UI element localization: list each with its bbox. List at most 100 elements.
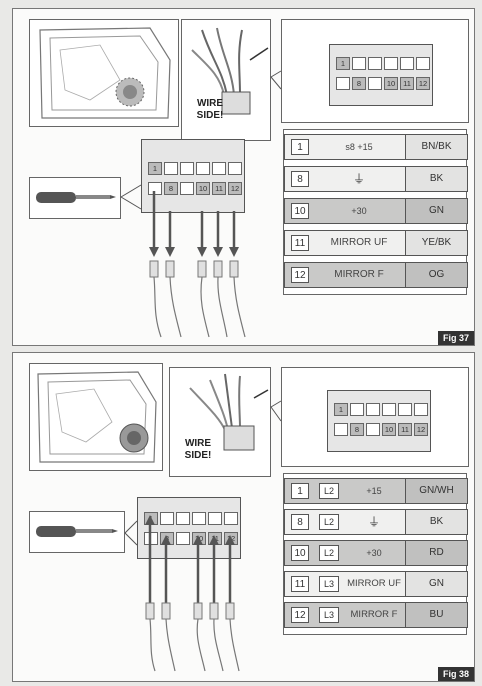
pin-11-cell: 11	[398, 423, 412, 436]
main-pin-cell	[228, 162, 242, 175]
fig37-wires	[120, 70, 282, 338]
main-pin-12: 12	[228, 182, 242, 195]
wire-side-image: WIRE SIDE!	[169, 367, 271, 477]
main-pin-cell	[160, 512, 174, 525]
pin-cell	[350, 403, 364, 416]
fig38-panel: WIRE SIDE! 1 8 10 11 12 1	[12, 352, 475, 682]
wire-harness-illustration	[189, 373, 269, 451]
connector-detail: 1 8 10 11 12	[281, 19, 469, 123]
main-pin-cell	[180, 182, 194, 195]
pin-function: MIRROR UF	[330, 237, 388, 248]
fig37-pin-table: 1 s8 +15 BN/BK 8 ⏚ BK 10 +30 GN 11 MIRRO…	[283, 129, 468, 295]
wire-color: RD	[405, 541, 467, 565]
wire-color: OG	[405, 263, 467, 287]
pin-cell	[334, 423, 348, 436]
pin-row-1: 1 s8 +15 BN/BK	[284, 134, 468, 160]
main-pin-1: 1	[148, 162, 162, 175]
main-pin-8: 8	[164, 182, 178, 195]
screwdriver-image	[29, 177, 121, 219]
main-connector: 1 8 10 11 12	[137, 497, 241, 559]
pin-number: 1	[291, 483, 309, 499]
ignition-switch-symbol: s8 +15	[345, 142, 373, 152]
fig38-wires	[124, 400, 282, 672]
pin-number: 10	[291, 545, 309, 561]
screwdriver-icon	[36, 526, 118, 537]
fig38-pin-table: 1 L2 +15 GN/WH 8 L2 ⏚ BK 10 L2 +30 RD 11…	[283, 473, 468, 635]
pin-level: L2	[319, 514, 339, 530]
pin-cell	[366, 403, 380, 416]
pin-11-cell: 11	[400, 77, 414, 90]
pin-cell	[414, 403, 428, 416]
pin-1-cell: 1	[336, 57, 350, 70]
pin-level: L3	[319, 576, 339, 592]
pin-row-10: 10 +30 GN	[284, 198, 468, 224]
main-pin-cell	[180, 162, 194, 175]
fig37-label: Fig 37	[437, 331, 474, 345]
door-image	[29, 363, 163, 471]
pin-cell	[366, 423, 380, 436]
pin-number: 12	[291, 607, 309, 623]
pin-number: 8	[291, 171, 309, 187]
wire-label-line1: WIRE	[196, 98, 224, 109]
main-pin-10: 10	[196, 182, 210, 195]
battery-switch-symbol: +30	[351, 206, 367, 216]
door-image	[29, 19, 179, 127]
wire-label-line2: SIDE!	[184, 450, 212, 461]
wire-side-image: WIRE SIDE!	[181, 19, 271, 141]
main-pin-11: 11	[212, 182, 226, 195]
wire-color: GN/WH	[405, 479, 467, 503]
wire-color: BN/BK	[405, 135, 467, 159]
connector-housing: 1 8 10 11 12	[327, 390, 431, 452]
connector-detail: 1 8 10 11 12	[281, 367, 469, 467]
pin-row-11: 11 L3 MIRROR UF GN	[284, 571, 468, 597]
pin-function: MIRROR F	[334, 269, 384, 280]
main-pin-cell	[164, 162, 178, 175]
pin-row-12: 12 MIRROR F OG	[284, 262, 468, 288]
pin-level: L3	[319, 607, 339, 623]
door-illustration	[39, 27, 171, 119]
pin-number: 1	[291, 139, 309, 155]
ground-icon: ⏚	[352, 172, 365, 186]
pin-function: MIRROR UF	[347, 578, 401, 589]
pin-12-cell: 12	[416, 77, 430, 90]
pin-number: 11	[291, 576, 309, 592]
main-pin-cell	[176, 512, 190, 525]
screwdriver-icon	[36, 192, 116, 203]
pin-cell	[336, 77, 350, 90]
fig38-label: Fig 38	[437, 667, 474, 681]
pin-cell	[352, 57, 366, 70]
connector-housing: 1 8 10 11 12	[329, 44, 433, 106]
pin-row-1: 1 L2 +15 GN/WH	[284, 478, 468, 504]
pin-1-cell: 1	[334, 403, 348, 416]
wire-label-line2: SIDE!	[196, 110, 224, 121]
screwdriver-image	[29, 511, 125, 553]
main-pin-cell	[196, 162, 210, 175]
pin-12-cell: 12	[414, 423, 428, 436]
pin-cell	[398, 403, 412, 416]
wire-label-line1: WIRE	[184, 438, 212, 449]
pin-level: L2	[319, 545, 339, 561]
pin-row-10: 10 L2 +30 RD	[284, 540, 468, 566]
main-pin-cell	[224, 512, 238, 525]
pin-cell	[368, 77, 382, 90]
wire-color: GN	[405, 572, 467, 596]
wire-color: BK	[405, 167, 467, 191]
wire-color: GN	[405, 199, 467, 223]
pin-10-cell: 10	[384, 77, 398, 90]
wire-side-label: WIRE SIDE!	[176, 438, 220, 462]
pin-cell	[384, 57, 398, 70]
pin-cell	[382, 403, 396, 416]
wire-color: BK	[405, 510, 467, 534]
main-pin-cell	[176, 532, 190, 545]
ground-icon: ⏚	[367, 515, 380, 529]
wire-side-label: WIRE SIDE!	[190, 98, 230, 122]
wire-color: YE/BK	[405, 231, 467, 255]
pin-function: MIRROR F	[350, 609, 398, 620]
pin-level: L2	[319, 483, 339, 499]
pin-row-12: 12 L3 MIRROR F BU	[284, 602, 468, 628]
wire-color: BU	[405, 603, 467, 627]
main-pin-cell	[208, 512, 222, 525]
pin-row-8: 8 L2 ⏚ BK	[284, 509, 468, 535]
pin-8-cell: 8	[350, 423, 364, 436]
pin-row-8: 8 ⏚ BK	[284, 166, 468, 192]
